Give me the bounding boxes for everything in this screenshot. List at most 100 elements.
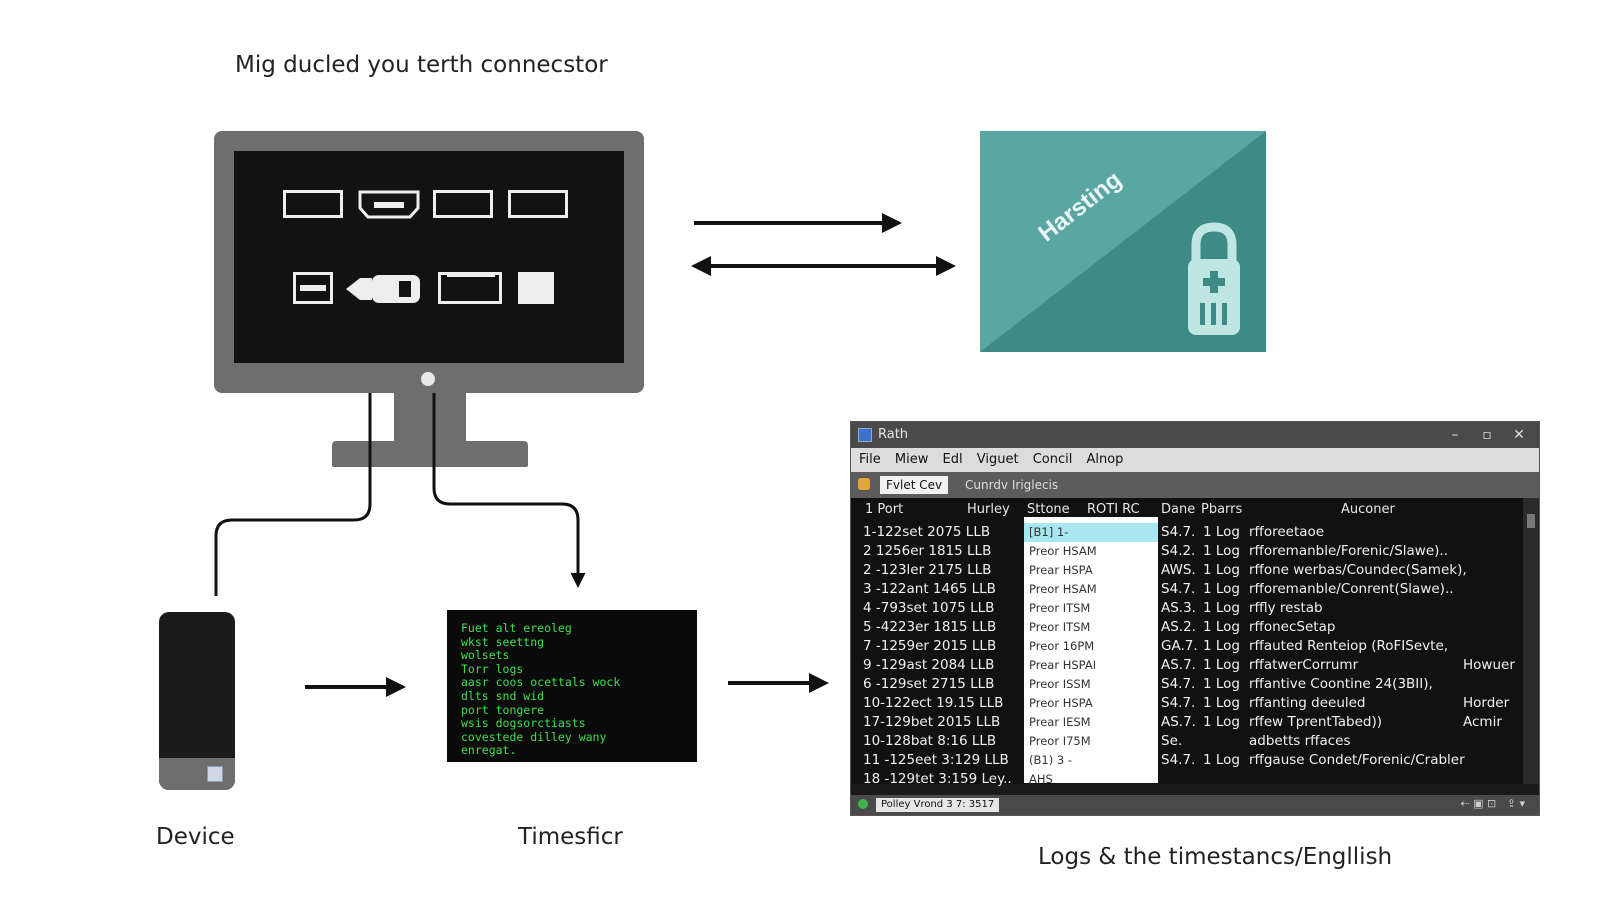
table-cell: rffone werbas/Coundec(Samek),: [1249, 562, 1467, 578]
table-cell: S4.7.: [1161, 752, 1196, 768]
maximize-button[interactable]: ▫: [1482, 427, 1492, 443]
table-cell: rffauted Renteiop (RoFISevte,: [1249, 638, 1449, 654]
vertical-scrollbar[interactable]: [1523, 498, 1539, 784]
minimize-button[interactable]: –: [1451, 427, 1459, 443]
app-icon: [858, 428, 872, 442]
tab-filter[interactable]: Fvlet Cev: [880, 476, 949, 494]
log-window: Rath – ▫ ✕ File Miew Edl Viguet Concil A…: [850, 421, 1540, 816]
usb-plug-icon: [346, 275, 420, 303]
terminal-line: wkst seettng: [461, 634, 545, 649]
terminal-line: aasr coos ocettals wock: [461, 675, 621, 690]
table-cell: AS.7.: [1161, 657, 1196, 673]
ethernet-port-icon: [293, 272, 333, 304]
table-cell: S4.7.: [1161, 676, 1196, 692]
table-cell: Se.: [1161, 733, 1183, 749]
terminal-line: dlts snd wid: [461, 688, 545, 703]
table-cell: Preor I75M: [1029, 734, 1091, 748]
table-cell: 9 -129ast 2084 LLB: [863, 657, 995, 673]
table-cell: 1 Log: [1203, 638, 1240, 654]
table-cell: rffonecSetap: [1249, 619, 1336, 635]
menu-file[interactable]: File: [859, 452, 881, 467]
state-column: [1024, 517, 1158, 783]
table-cell: 1 Log: [1203, 695, 1240, 711]
table-row[interactable]: 18 -129tet 3:159 Ley..AHS: [851, 770, 1525, 789]
terminal-line: Torr logs: [461, 661, 524, 676]
toolbar: Fvlet Cev Cunrdv Iriglecis: [851, 472, 1539, 498]
table-row[interactable]: 1-122set 2075 LLB [B1] 1- S4.7. 1 Log rffore…: [851, 523, 1525, 542]
table-cell: Preor HSAM: [1029, 544, 1097, 558]
menu-edit[interactable]: Edl: [942, 452, 963, 467]
column-header[interactable]: Auconer: [1341, 502, 1395, 517]
table-cell: 1 Log: [1203, 676, 1240, 692]
power-led-icon: [421, 372, 435, 386]
column-header[interactable]: Hurley: [967, 502, 1010, 517]
phone-chin: [159, 758, 235, 790]
table-cell: rffatwerCorrumr: [1249, 657, 1359, 673]
menu-alnop[interactable]: Alnop: [1086, 452, 1124, 467]
logs-caption: Logs & the timestancs/Engllish: [1038, 844, 1393, 870]
table-cell: 1-122set 2075 LLB: [863, 524, 991, 540]
table-cell: Preor ITSM: [1029, 601, 1091, 615]
table-cell: rffantive Coontine 24(3BII),: [1249, 676, 1433, 692]
table-cell: 4 -793set 1075 LLB: [863, 600, 995, 616]
table-cell: 2 -123ler 2175 LLB: [863, 562, 992, 578]
table-cell: rfforeetaoe: [1249, 524, 1325, 540]
table-cell: rffly restab: [1249, 600, 1323, 616]
table-cell: Preor 16PM: [1029, 639, 1095, 653]
table-cell: Horder: [1463, 695, 1510, 711]
table-cell: AS.7.: [1161, 714, 1196, 730]
shield-icon[interactable]: [858, 478, 870, 490]
table-cell: 11 -125eet 3:129 LLB: [863, 752, 1009, 768]
monitor-stand: [332, 441, 528, 467]
column-header[interactable]: Pbarrs: [1201, 502, 1243, 517]
table-cell: [B1] 1-: [1029, 525, 1069, 539]
table-cell: 6 -129set 2715 LLB: [863, 676, 995, 692]
table-cell: S4.7.: [1161, 695, 1196, 711]
tab-highlights[interactable]: Cunrdv Iriglecis: [959, 476, 1065, 494]
window-titlebar[interactable]: Rath – ▫ ✕: [851, 422, 1539, 448]
table-cell: 1 Log: [1203, 752, 1240, 768]
menu-bar: File Miew Edl Viguet Concil Alnop: [851, 448, 1539, 472]
monitor-neck: [394, 393, 466, 443]
hdmi-port-icon: [283, 190, 343, 218]
table-cell: S4.7.: [1161, 524, 1196, 540]
table-cell: 10-122ect 19.15 LLB: [863, 695, 1004, 711]
table-cell: adbetts rffaces: [1249, 733, 1351, 749]
terminal-line: enregat.: [461, 743, 517, 758]
table-cell: (B1) 3 -: [1029, 753, 1072, 767]
close-button[interactable]: ✕: [1513, 427, 1525, 443]
table-cell: Preor ITSM: [1029, 620, 1091, 634]
column-header[interactable]: Sttone: [1027, 502, 1070, 517]
table-cell: Prear IESM: [1029, 715, 1091, 729]
column-header[interactable]: ROTI RC: [1087, 502, 1140, 517]
table-cell: 1 Log: [1203, 524, 1240, 540]
table-cell: 2 1256er 1815 LLB: [863, 543, 992, 559]
status-field: Polley Vrond 3 7: 3517: [876, 798, 1000, 812]
usb-port-icon: [438, 272, 502, 304]
table-cell: Preor HSPA: [1029, 696, 1093, 710]
column-header[interactable]: 1 Port: [865, 502, 904, 517]
scroll-thumb[interactable]: [1527, 514, 1535, 528]
table-cell: S4.2.: [1161, 543, 1196, 559]
menu-view[interactable]: Miew: [894, 452, 929, 467]
terminal-caption: Timesficr: [518, 824, 623, 850]
menu-concil[interactable]: Concil: [1032, 452, 1073, 467]
table-cell: AS.2.: [1161, 619, 1196, 635]
column-header[interactable]: Dane: [1161, 502, 1196, 517]
status-controls-icon[interactable]: ⇠ ▣ ⊡ ⇪ ▾: [1460, 797, 1525, 810]
menu-viguet[interactable]: Viguet: [976, 452, 1019, 467]
monitor-screen: [234, 151, 624, 363]
